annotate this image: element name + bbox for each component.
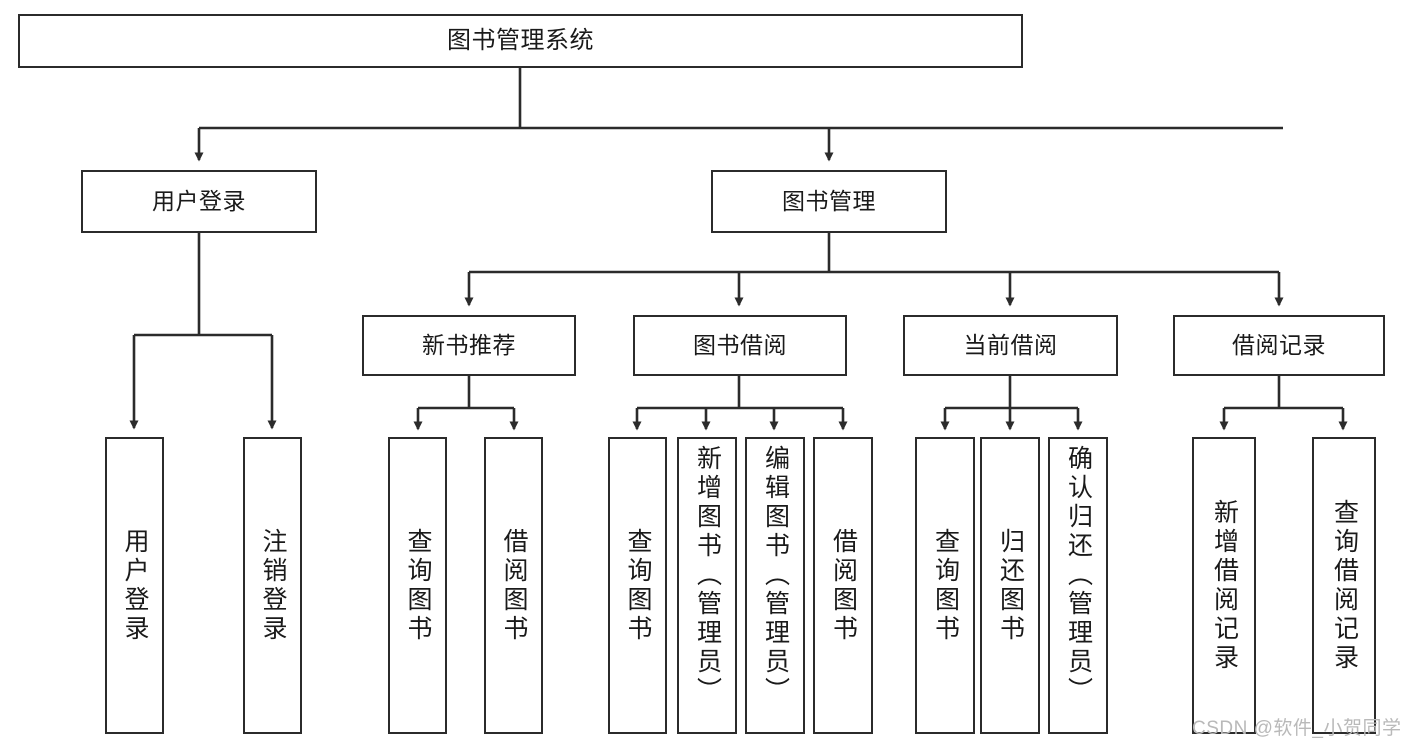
leaf-query-book-current[interactable]: 查询图书 [915,437,975,734]
node-label: 查询图书 [931,527,960,644]
node-user-login[interactable]: 用户登录 [81,170,317,233]
node-label: 图书管理系统 [447,27,594,55]
leaf-return-book[interactable]: 归还图书 [980,437,1040,734]
node-label: 查询借阅记录 [1330,498,1359,673]
node-label: 确认归还（管理员） [1064,445,1093,706]
leaf-user-login[interactable]: 用户登录 [105,437,164,734]
leaf-add-borrow-record[interactable]: 新增借阅记录 [1192,437,1256,734]
leaf-edit-book-admin[interactable]: 编辑图书（管理员） [745,437,805,734]
node-label: 借阅图书 [829,527,858,644]
leaf-query-borrow-record[interactable]: 查询借阅记录 [1312,437,1376,734]
node-label: 用户登录 [152,188,246,215]
leaf-query-book-borrow[interactable]: 查询图书 [608,437,667,734]
node-borrow-record[interactable]: 借阅记录 [1173,315,1385,376]
node-label: 图书管理 [782,188,876,215]
leaf-confirm-return-admin[interactable]: 确认归还（管理员） [1048,437,1108,734]
node-label: 查询图书 [404,527,432,644]
node-label: 新增图书（管理员） [693,445,722,706]
node-new-book-recommend[interactable]: 新书推荐 [362,315,576,376]
node-label: 当前借阅 [963,332,1058,359]
node-current-borrow[interactable]: 当前借阅 [903,315,1118,376]
node-label: 新增借阅记录 [1210,498,1239,673]
node-label: 借阅记录 [1232,332,1326,359]
leaf-user-logout[interactable]: 注销登录 [243,437,302,734]
node-label: 借阅图书 [500,527,528,644]
node-label: 图书借阅 [693,332,787,359]
node-label: 新书推荐 [422,332,516,359]
leaf-query-book-new[interactable]: 查询图书 [388,437,447,734]
node-book-management[interactable]: 图书管理 [711,170,947,233]
leaf-add-book-admin[interactable]: 新增图书（管理员） [677,437,737,734]
node-label: 归还图书 [996,527,1025,644]
node-label: 编辑图书（管理员） [761,445,790,706]
leaf-borrow-book[interactable]: 借阅图书 [813,437,873,734]
node-label: 查询图书 [624,527,652,644]
csdn-watermark: CSDN @软件_小贺同学 [1192,718,1402,739]
node-root-system[interactable]: 图书管理系统 [18,14,1023,68]
node-book-borrow[interactable]: 图书借阅 [633,315,847,376]
leaf-borrow-book-new[interactable]: 借阅图书 [484,437,543,734]
node-label: 用户登录 [121,527,149,644]
node-label: 注销登录 [259,527,287,644]
